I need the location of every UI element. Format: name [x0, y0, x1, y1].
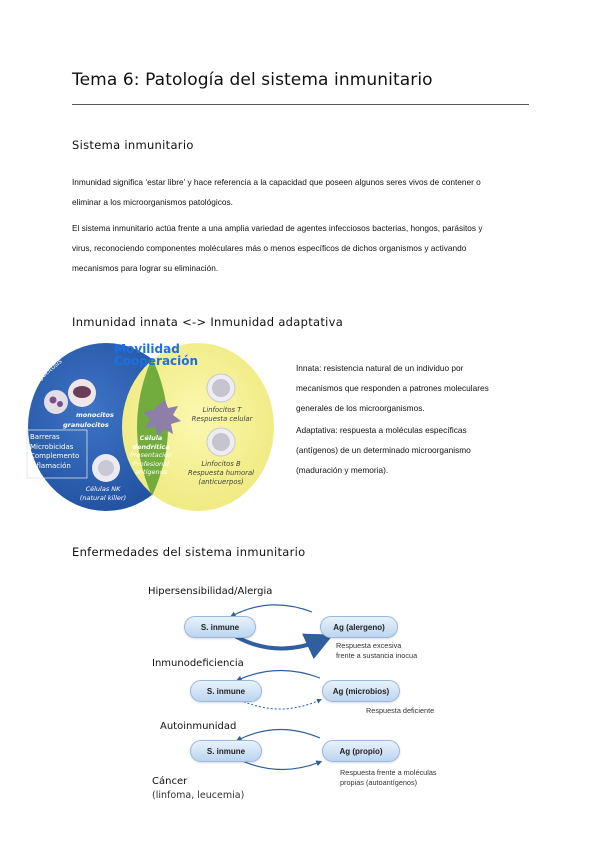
- adaptativa-description: Adaptativa: respuesta a moléculas especí…: [296, 420, 526, 480]
- venn-title: Movilidad Cooperación: [114, 342, 199, 368]
- monocitos-label: monocitos: [76, 411, 114, 419]
- note-line: frente a sustancia inocua: [336, 651, 418, 660]
- s-inmune-pill: S. inmune: [190, 740, 262, 762]
- inmunodeficiencia-label: Inmunodeficiencia: [152, 658, 244, 669]
- note-line: Respuesta excesiva: [336, 641, 402, 650]
- s-inmune-pill: S. inmune: [190, 680, 262, 702]
- linf-t-line: Respuesta celular: [191, 415, 253, 423]
- nk-line: Células NK: [85, 485, 121, 493]
- arrow-auto-top: [235, 728, 321, 742]
- autoinmunidad-label: Autoinmunidad: [160, 721, 237, 732]
- linf-b-line: Linfocitos B: [201, 460, 241, 468]
- note-line: propias (autoantígenos): [340, 778, 418, 787]
- page-title: Tema 6: Patología del sistema inmunitari…: [72, 70, 433, 90]
- cooperacion-label: Cooperación: [114, 354, 199, 368]
- adaptativa-line: (antígenos) de un determinado microorgan…: [296, 445, 471, 455]
- linf-b-line: Respuesta humoral: [187, 469, 255, 477]
- barreras-item: Microbicidas: [30, 442, 74, 451]
- dendritica-line: Presentación: [129, 451, 173, 459]
- venn-diagram: Movilidad Cooperación Fagocitosis monoci…: [26, 340, 294, 518]
- dendritica-line: dendrítica: [132, 442, 170, 451]
- dendritica-line: Profesional: [133, 459, 169, 468]
- linf-b-line: (anticuerpos): [198, 478, 244, 486]
- ag-alergeno-pill: Ag (alergeno): [320, 616, 398, 638]
- linf-t-line: Linfocitos T: [202, 406, 242, 414]
- paragraph-line: El sistema inmunitario actúa frente a un…: [72, 223, 483, 233]
- cancer-label: Cáncer: [152, 776, 188, 787]
- dendritic-cell: [143, 400, 181, 437]
- section-heading-enfermedades: Enfermedades del sistema inmunitario: [72, 545, 306, 559]
- barreras-list: Barreras Microbicidas Complemento Inflam…: [30, 433, 79, 471]
- hipersensibilidad-label: Hipersensibilidad/Alergia: [148, 586, 273, 597]
- title-divider: [72, 104, 529, 105]
- barreras-item: Inflamación: [30, 461, 71, 470]
- paragraph-line: Inmunidad significa ‘estar libre’ y hace…: [72, 177, 481, 187]
- arrow-auto-bottom: [239, 759, 323, 771]
- s-inmune-pill: S. inmune: [184, 616, 256, 638]
- barreras-item: Barreras: [30, 433, 60, 441]
- paragraph-line: virus, reconociendo componentes molécula…: [72, 243, 467, 253]
- adaptativa-line: Adaptativa: respuesta a moléculas especí…: [296, 425, 467, 435]
- innata-line: Innata: resistencia natural de un indivi…: [296, 363, 464, 373]
- innata-description: Innata: resistencia natural de un indivi…: [296, 358, 526, 418]
- ag-microbios-pill: Ag (microbios): [322, 680, 400, 702]
- resp-deficiente-note: Respuesta deficiente: [366, 706, 435, 715]
- adaptativa-line: (maduración y memoria).: [296, 465, 389, 475]
- granulocito-cell: [44, 390, 68, 414]
- innata-line: generales de los microorganismos.: [296, 403, 425, 413]
- note-line: Respuesta frente a moléculas: [340, 768, 437, 777]
- dendritica-line: Célula: [139, 434, 163, 442]
- granulocitos-label: granulocitos: [63, 421, 109, 429]
- paragraph-inmunidad: Inmunidad significa ‘estar libre’ y hace…: [72, 172, 534, 212]
- arrow-inmuno-bottom: [239, 698, 322, 710]
- paragraph-line: eliminar a los microorganismos patológic…: [72, 197, 233, 207]
- arrow-hiper-bottom: [234, 633, 334, 660]
- barreras-item: Complemento: [30, 452, 80, 460]
- cancer-subtitle: (linfoma, leucemia): [152, 790, 245, 801]
- arrow-inmuno-top: [235, 669, 321, 682]
- dendritica-line: antígenos: [134, 468, 168, 476]
- ag-propio-pill: Ag (propio): [322, 740, 400, 762]
- arrow-hiper-top: [229, 604, 313, 618]
- section-heading-innata-adaptativa: Inmunidad innata <-> Inmunidad adaptativ…: [72, 315, 344, 329]
- enfermedades-diagram: Hipersensibilidad/Alergia S. inmune Ag (…: [140, 580, 460, 810]
- nk-line: (natural killer): [79, 494, 127, 502]
- movilidad-label: Movilidad: [114, 342, 180, 356]
- resp-excesiva-note: Respuesta excesiva frente a sustancia in…: [336, 641, 417, 661]
- paragraph-line: mecanismos para lograr su eliminación.: [72, 263, 219, 273]
- paragraph-sistema: El sistema inmunitario actúa frente a un…: [72, 218, 534, 278]
- diagram-arrows: [229, 604, 334, 771]
- linfocitos-b-label: Linfocitos B Respuesta humoral (anticuer…: [184, 460, 258, 487]
- dendritica-label: Célula dendrítica Presentación Profesion…: [126, 434, 176, 477]
- nk-label: Células NK (natural killer): [72, 485, 134, 503]
- innata-line: mecanismos que responden a patrones mole…: [296, 383, 489, 393]
- resp-propias-note: Respuesta frente a moléculas propias (au…: [340, 768, 437, 788]
- linfocitos-t-label: Linfocitos T Respuesta celular: [186, 406, 258, 424]
- section-heading-sistema: Sistema inmunitario: [72, 138, 194, 152]
- barreras-box: [26, 429, 88, 479]
- venn-shapes: [26, 343, 274, 511]
